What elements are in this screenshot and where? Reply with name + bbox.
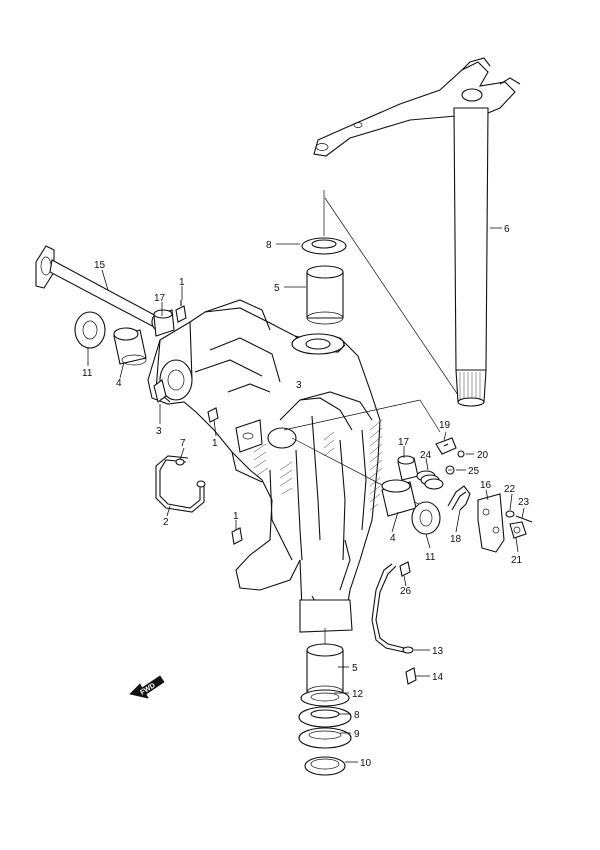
callout-21: 21 (511, 555, 523, 566)
pin-23 (515, 515, 533, 523)
callout-4-right: 4 (390, 533, 396, 544)
collar-top (153, 309, 175, 337)
washer-22 (505, 510, 515, 518)
callout-23: 23 (518, 497, 530, 508)
callout-12: 12 (352, 689, 364, 700)
ground-cable-left (155, 455, 206, 513)
callout-4-left: 4 (116, 378, 122, 389)
swivel-shaft (453, 107, 489, 407)
bolt-14 (405, 667, 417, 685)
callout-7: 7 (180, 438, 186, 449)
callout-25: 25 (468, 466, 480, 477)
callout-18: 18 (450, 534, 462, 545)
callout-1-mid: 1 (212, 438, 218, 449)
callout-26: 26 (400, 586, 412, 597)
callouts: 6 8 5 15 1 17 11 4 3 1 7 2 1 4 11 17 24 … (82, 224, 530, 769)
bushing-top (306, 265, 344, 325)
ground-cable-right (371, 563, 414, 654)
callout-20: 20 (477, 450, 489, 461)
nut-21 (509, 521, 527, 539)
washer-bottom-8 (298, 706, 352, 728)
washer-9 (298, 727, 352, 749)
callout-15: 15 (94, 260, 106, 271)
bushing-bottom (306, 643, 344, 699)
callout-11-left: 11 (82, 368, 93, 379)
tilt-pin-boss (235, 419, 263, 453)
steering-arm (313, 57, 521, 157)
callout-17-top: 17 (154, 293, 166, 304)
callout-16: 16 (480, 480, 492, 491)
callout-9: 9 (354, 729, 360, 740)
washer-right (411, 501, 441, 535)
clip-19 (435, 437, 457, 455)
collar-right (397, 455, 419, 481)
callout-8-top: 8 (266, 240, 272, 251)
bushing-right (381, 479, 417, 517)
bushing-left (113, 327, 147, 366)
bolt-26 (399, 561, 411, 577)
fwd-arrow: FWD (129, 675, 165, 699)
snap-ring-10 (304, 756, 346, 776)
screw-25 (445, 465, 455, 475)
spring-24 (416, 470, 444, 490)
callout-13: 13 (432, 646, 444, 657)
leader-lines (87, 227, 525, 763)
washer-left (74, 311, 106, 349)
callout-5-top: 5 (274, 283, 280, 294)
callout-3: 3 (156, 426, 162, 437)
callout-11-right: 11 (425, 552, 436, 563)
callout-19: 19 (439, 420, 451, 431)
callout-2: 2 (163, 517, 169, 528)
grease-nipple-top (175, 300, 187, 323)
washer-12 (300, 689, 350, 707)
callout-10: 10 (360, 758, 372, 769)
bracket-18 (447, 485, 471, 511)
grease-nipple-mid (207, 407, 219, 423)
callout-17-right: 17 (398, 437, 410, 448)
callout-22: 22 (504, 484, 516, 495)
callout-14: 14 (432, 672, 444, 683)
callout-1-low: 1 (233, 511, 239, 522)
callout-8-bottom: 8 (354, 710, 360, 721)
swivel-bracket: 3 (147, 299, 383, 633)
plate-16 (477, 493, 505, 553)
callout-24: 24 (420, 450, 432, 461)
callout-1-top: 1 (179, 277, 185, 288)
callout-5-bottom: 5 (352, 663, 358, 674)
svg-text:3: 3 (296, 380, 302, 391)
bolt-3 (153, 379, 167, 403)
grease-nipple-low (231, 527, 243, 545)
fwd-label: FWD (139, 682, 156, 696)
washer-top (301, 237, 347, 255)
callout-6: 6 (504, 224, 510, 235)
screw-20 (457, 450, 465, 458)
